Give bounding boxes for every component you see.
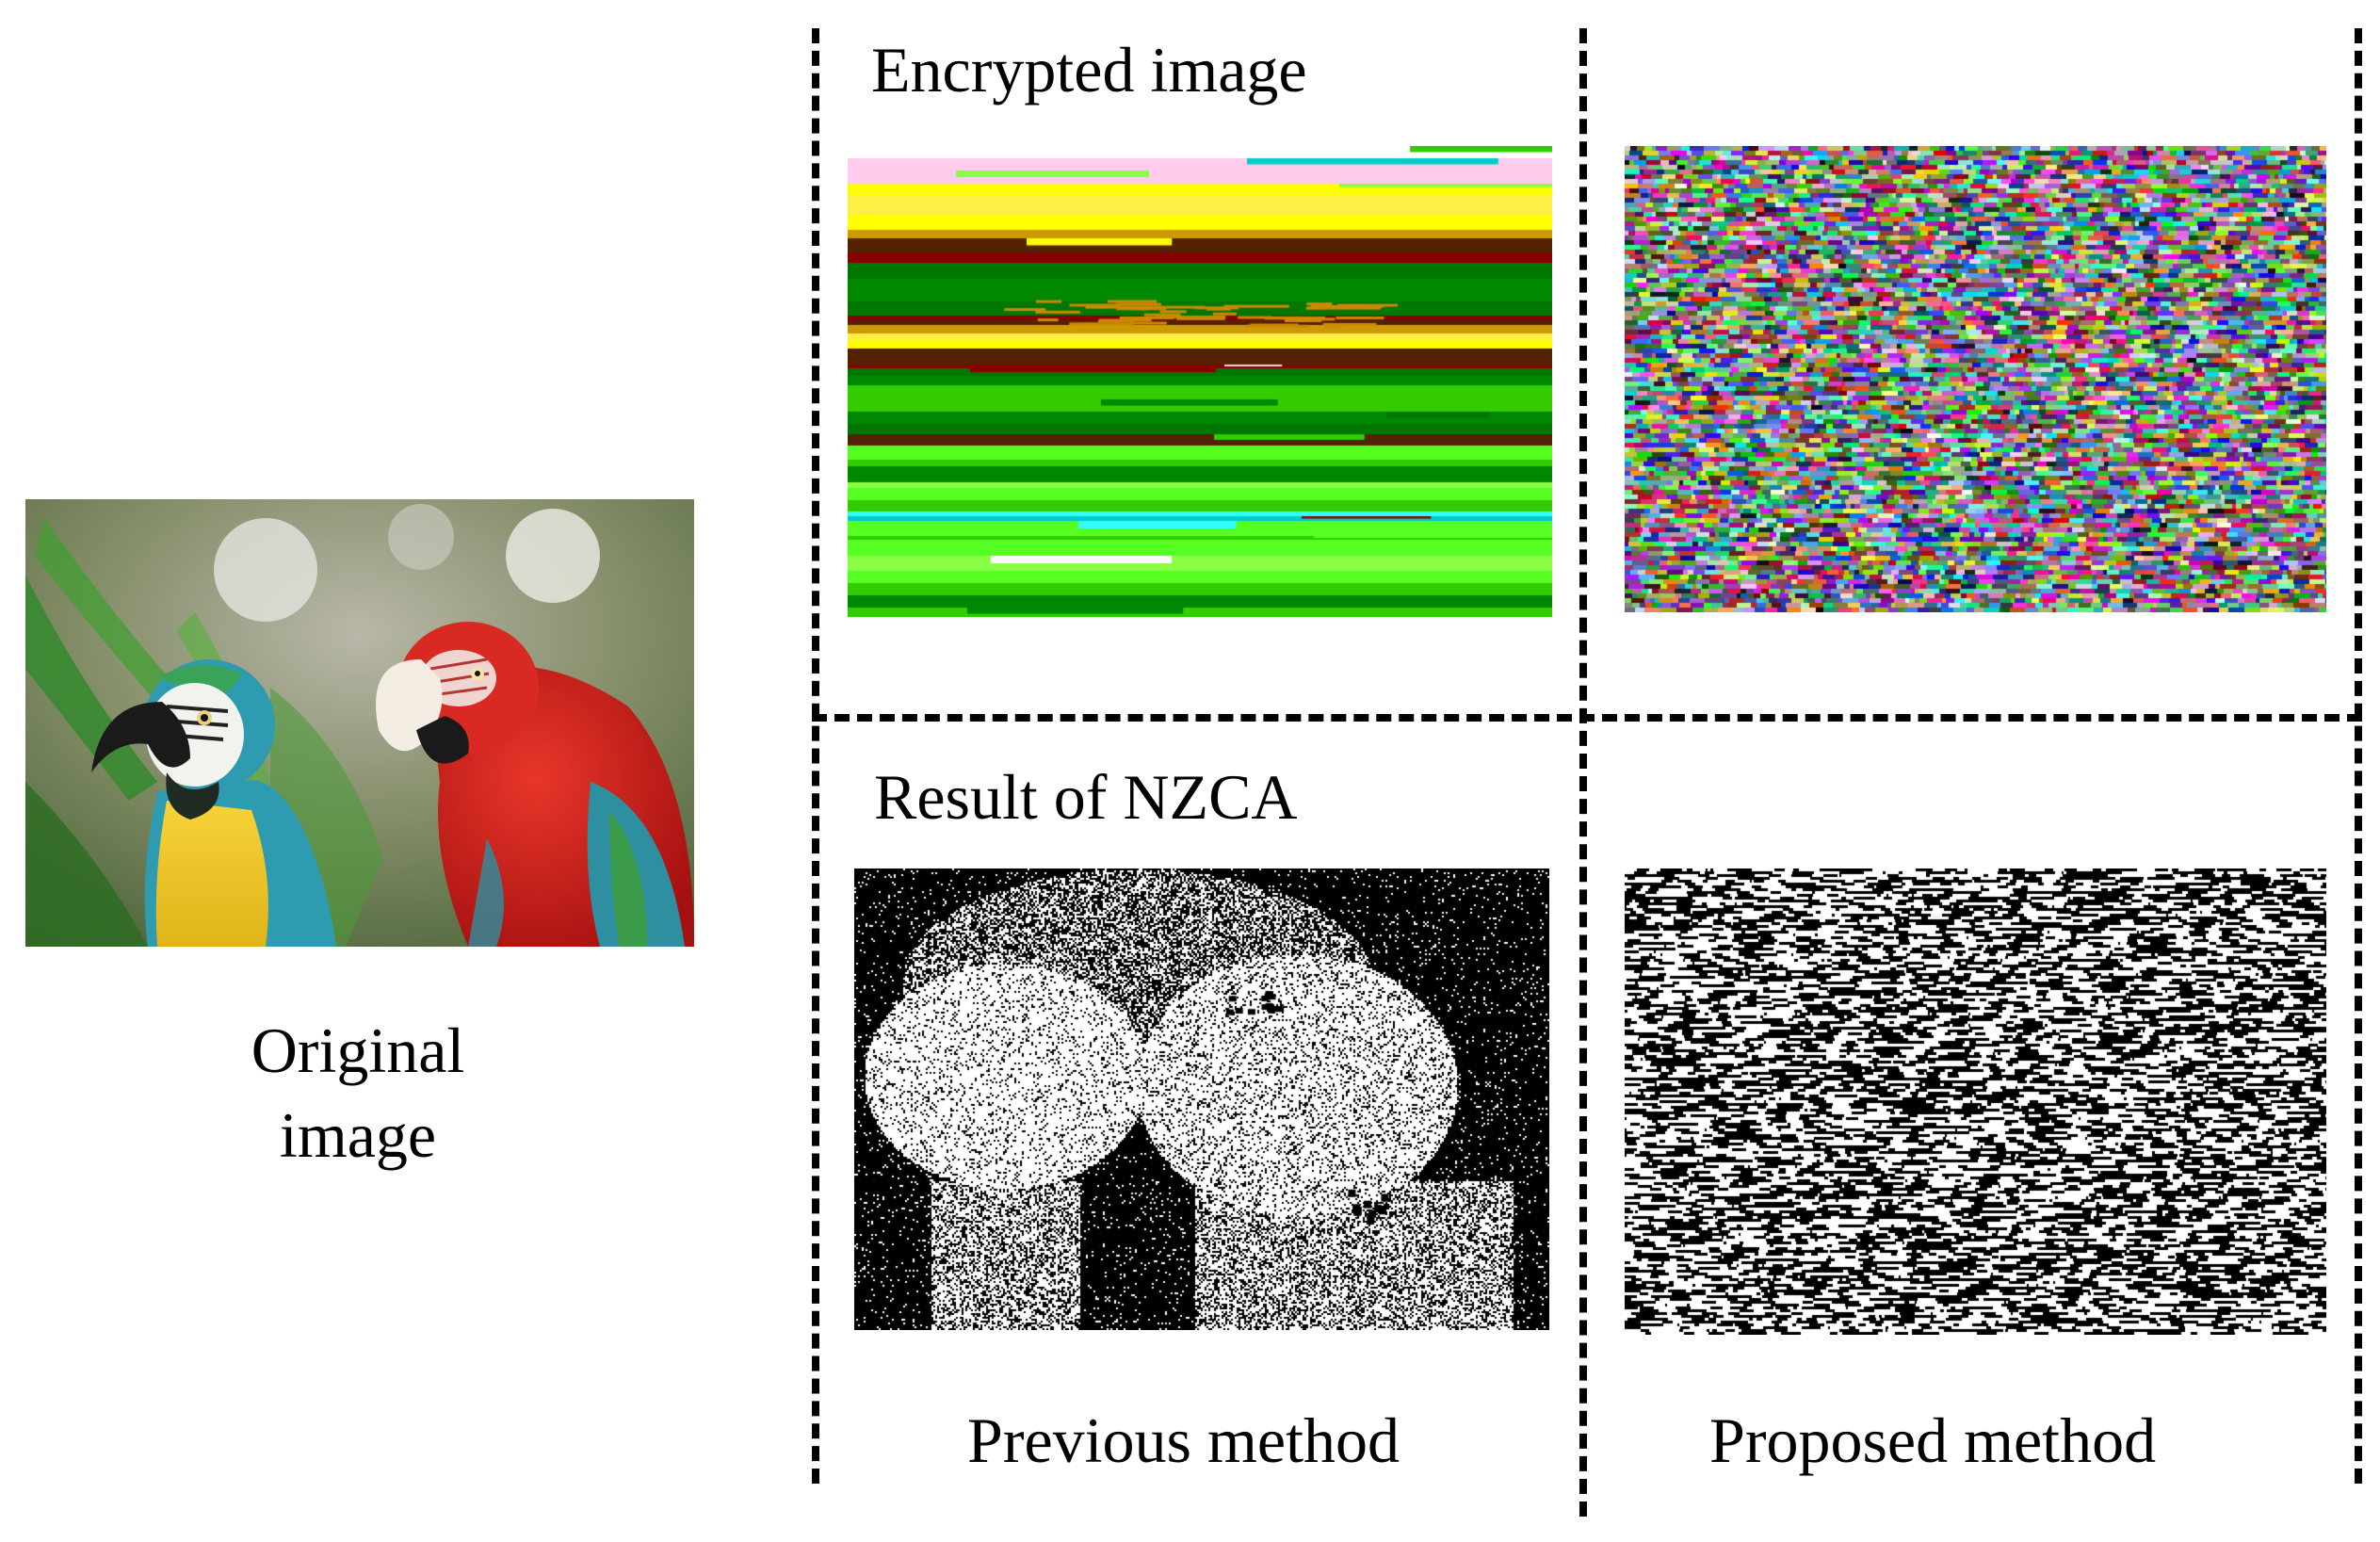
proposed-nzca-image (1625, 868, 2326, 1335)
proposed-method-label: Proposed method (1709, 1404, 2157, 1476)
divider-middle (1579, 28, 1587, 1517)
divider-left (812, 28, 819, 1484)
previous-nzca-image (854, 868, 1549, 1330)
encrypted-image-label: Encrypted image (871, 34, 1307, 106)
original-caption-line1: Original (251, 1014, 465, 1086)
divider-right (2355, 28, 2362, 1484)
previous-encrypted-image (848, 146, 1552, 617)
divider-horizontal (812, 714, 2362, 722)
original-image-panel (25, 499, 694, 947)
nzca-result-label: Result of NZCA (874, 761, 1298, 833)
previous-method-label: Previous method (967, 1404, 1400, 1476)
proposed-encrypted-image (1625, 146, 2326, 612)
parrots-photo-icon (25, 499, 694, 947)
original-image-caption: Original image (170, 1008, 546, 1177)
original-caption-line2: image (279, 1099, 437, 1171)
